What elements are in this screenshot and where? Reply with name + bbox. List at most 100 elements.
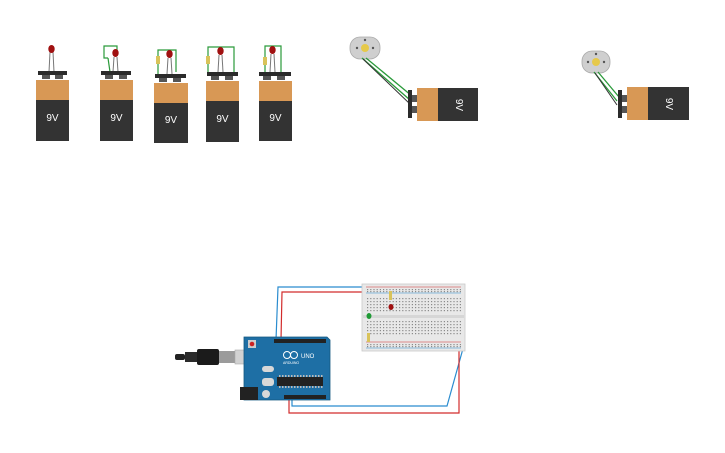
breadboard-hole[interactable] [456, 324, 458, 326]
breadboard-hole[interactable] [450, 324, 452, 326]
breadboard-hole[interactable] [459, 330, 461, 332]
breadboard-hole[interactable] [383, 298, 385, 300]
breadboard-hole[interactable] [395, 307, 397, 309]
breadboard-hole[interactable] [427, 289, 429, 291]
breadboard-hole[interactable] [399, 324, 401, 326]
breadboard-hole[interactable] [383, 333, 385, 335]
breadboard-hole[interactable] [437, 333, 439, 335]
breadboard-hole[interactable] [421, 310, 423, 312]
breadboard-hole[interactable] [392, 310, 394, 312]
breadboard-hole[interactable] [443, 324, 445, 326]
breadboard-hole[interactable] [431, 344, 433, 346]
breadboard-hole[interactable] [459, 321, 461, 323]
breadboard-hole[interactable] [440, 307, 442, 309]
breadboard-hole[interactable] [440, 310, 442, 312]
breadboard-hole[interactable] [437, 327, 439, 329]
breadboard-hole[interactable] [443, 307, 445, 309]
breadboard-hole[interactable] [405, 324, 407, 326]
breadboard-hole[interactable] [434, 298, 436, 300]
breadboard-hole[interactable] [370, 304, 372, 306]
breadboard-hole[interactable] [367, 344, 369, 346]
breadboard-hole[interactable] [402, 321, 404, 323]
breadboard-hole[interactable] [437, 298, 439, 300]
breadboard-hole[interactable] [427, 307, 429, 309]
breadboard-hole[interactable] [386, 301, 388, 303]
breadboard-hole[interactable] [370, 333, 372, 335]
breadboard-hole[interactable] [424, 330, 426, 332]
battery-led-circuit-5[interactable]: 9V [259, 45, 292, 141]
breadboard-hole[interactable] [392, 327, 394, 329]
breadboard-hole[interactable] [367, 310, 369, 312]
breadboard-hole[interactable] [434, 324, 436, 326]
breadboard-hole[interactable] [453, 324, 455, 326]
breadboard-hole[interactable] [453, 307, 455, 309]
breadboard-hole[interactable] [376, 344, 378, 346]
breadboard-hole[interactable] [440, 327, 442, 329]
breadboard-hole[interactable] [431, 321, 433, 323]
breadboard-hole[interactable] [399, 298, 401, 300]
breadboard-hole[interactable] [415, 301, 417, 303]
breadboard-hole[interactable] [418, 310, 420, 312]
breadboard-hole[interactable] [456, 291, 458, 293]
breadboard[interactable] [361, 283, 466, 352]
breadboard-hole[interactable] [431, 301, 433, 303]
breadboard-hole[interactable] [373, 298, 375, 300]
breadboard-hole[interactable] [408, 333, 410, 335]
breadboard-hole[interactable] [450, 301, 452, 303]
wire-red[interactable] [280, 291, 372, 341]
breadboard-hole[interactable] [373, 289, 375, 291]
breadboard-hole[interactable] [392, 330, 394, 332]
breadboard-hole[interactable] [408, 321, 410, 323]
breadboard-hole[interactable] [421, 291, 423, 293]
breadboard-hole[interactable] [383, 321, 385, 323]
breadboard-hole[interactable] [411, 330, 413, 332]
breadboard-hole[interactable] [392, 321, 394, 323]
breadboard-hole[interactable] [421, 289, 423, 291]
breadboard-hole[interactable] [386, 310, 388, 312]
breadboard-hole[interactable] [376, 327, 378, 329]
breadboard-hole[interactable] [379, 333, 381, 335]
breadboard-hole[interactable] [386, 321, 388, 323]
breadboard-hole[interactable] [437, 307, 439, 309]
breadboard-hole[interactable] [373, 333, 375, 335]
breadboard-hole[interactable] [415, 304, 417, 306]
breadboard-hole[interactable] [421, 344, 423, 346]
breadboard-hole[interactable] [418, 333, 420, 335]
breadboard-hole[interactable] [447, 298, 449, 300]
breadboard-hole[interactable] [373, 301, 375, 303]
breadboard-hole[interactable] [399, 304, 401, 306]
breadboard-hole[interactable] [395, 301, 397, 303]
breadboard-hole[interactable] [453, 330, 455, 332]
breadboard-hole[interactable] [427, 330, 429, 332]
breadboard-hole[interactable] [453, 344, 455, 346]
breadboard-hole[interactable] [389, 301, 391, 303]
breadboard-hole[interactable] [373, 346, 375, 348]
breadboard-hole[interactable] [437, 324, 439, 326]
breadboard-hole[interactable] [395, 327, 397, 329]
breadboard-hole[interactable] [383, 301, 385, 303]
breadboard-hole[interactable] [427, 291, 429, 293]
breadboard-hole[interactable] [437, 291, 439, 293]
breadboard-hole[interactable] [367, 304, 369, 306]
breadboard-hole[interactable] [415, 291, 417, 293]
breadboard-hole[interactable] [450, 327, 452, 329]
breadboard-hole[interactable] [459, 304, 461, 306]
breadboard-hole[interactable] [373, 307, 375, 309]
breadboard-hole[interactable] [450, 321, 452, 323]
breadboard-hole[interactable] [459, 324, 461, 326]
breadboard-hole[interactable] [392, 344, 394, 346]
breadboard-hole[interactable] [373, 330, 375, 332]
breadboard-hole[interactable] [437, 289, 439, 291]
arduino-uno-board[interactable]: UNO ARDUINO [240, 336, 331, 401]
breadboard-hole[interactable] [415, 327, 417, 329]
breadboard-hole[interactable] [427, 298, 429, 300]
breadboard-hole[interactable] [389, 327, 391, 329]
breadboard-hole[interactable] [370, 321, 372, 323]
breadboard-holes[interactable] [367, 289, 461, 348]
breadboard-hole[interactable] [392, 298, 394, 300]
breadboard-hole[interactable] [459, 310, 461, 312]
breadboard-hole[interactable] [447, 289, 449, 291]
breadboard-hole[interactable] [370, 344, 372, 346]
battery-led-circuit-3[interactable]: 9V [154, 49, 188, 143]
breadboard-hole[interactable] [424, 333, 426, 335]
